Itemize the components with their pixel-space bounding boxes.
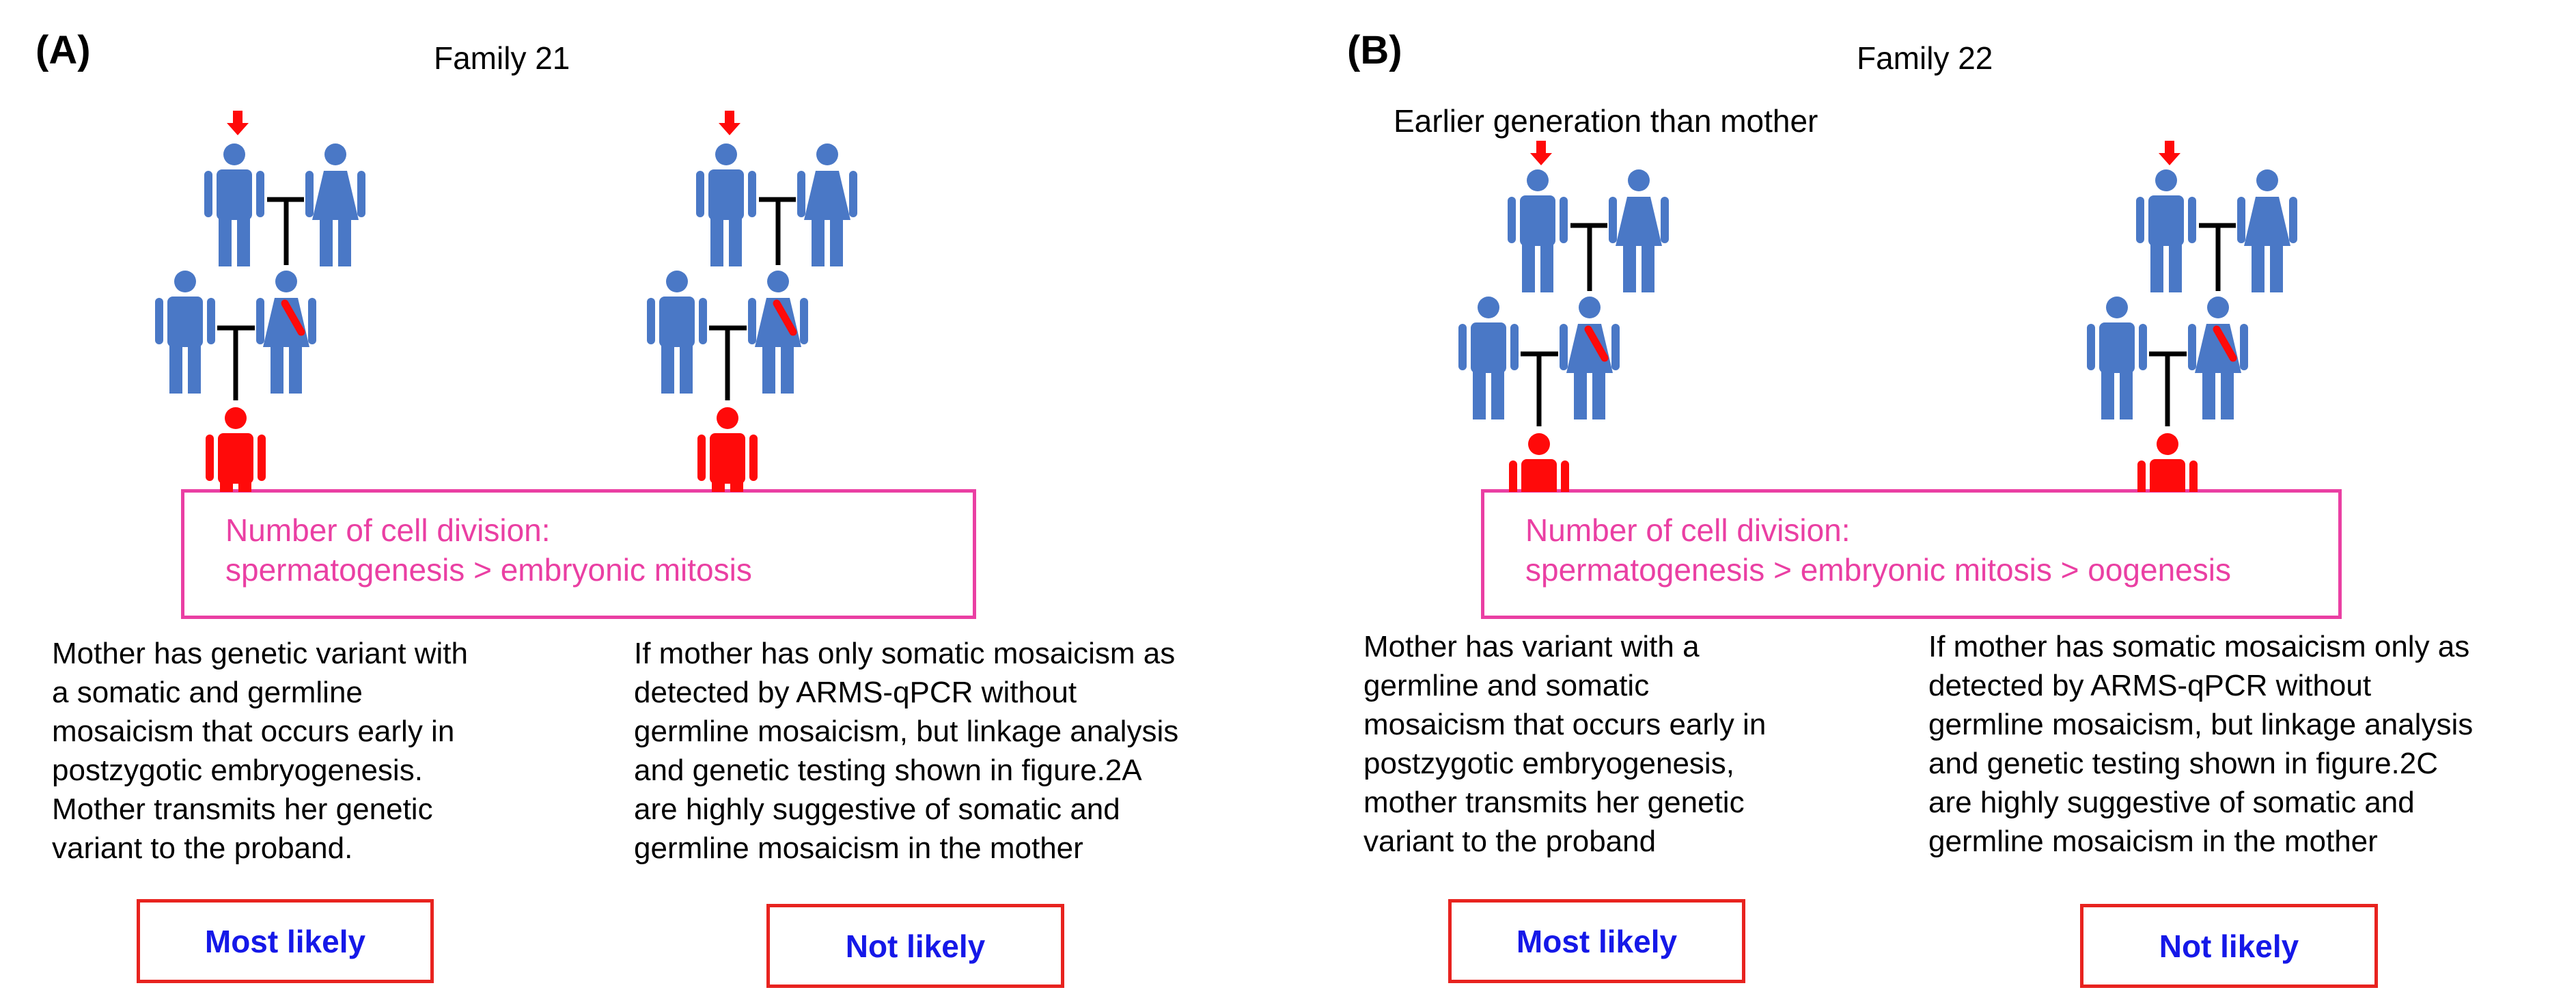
- description-line: Mother has variant with a: [1363, 630, 1700, 663]
- male-figure-icon: [2137, 433, 2198, 492]
- panel-b-formula-line1: Number of cell division:: [1525, 512, 1851, 548]
- mosaic-stripe-icon: [773, 299, 797, 336]
- panel-a-left-description: Mother has genetic variant with a somati…: [52, 634, 468, 868]
- male-figure-icon: [647, 271, 707, 394]
- female-figure-icon: [797, 143, 857, 266]
- male-figure-icon: [697, 407, 758, 492]
- red-down-arrow-icon: [227, 111, 249, 135]
- description-line: germline mosaicism in the mother: [1928, 825, 2378, 858]
- description-line: and genetic testing shown in figure.2A: [634, 754, 1142, 787]
- red-down-arrow-icon: [2159, 141, 2180, 165]
- verdict-label: Most likely: [1516, 923, 1678, 959]
- panel-b-left-description: Mother has variant with a germline and s…: [1363, 627, 1766, 861]
- mosaic-stripe-icon: [2213, 325, 2237, 362]
- description-line: germline mosaicism, but linkage analysis: [1928, 708, 2474, 741]
- description-line: and genetic testing shown in figure.2C: [1928, 747, 2439, 780]
- description-line: mosaicism that occurs early in: [1363, 708, 1767, 741]
- description-line: germline mosaicism in the mother: [634, 831, 1083, 865]
- description-line: detected by ARMS-qPCR without: [1928, 669, 2372, 702]
- panel-a-formula-line1: Number of cell division:: [225, 512, 551, 548]
- female-figure-icon: [1609, 169, 1669, 292]
- mosaic-stripe-icon: [1584, 325, 1609, 362]
- description-line: postzygotic embryogenesis.: [52, 754, 423, 787]
- description-line: variant to the proband.: [52, 831, 353, 865]
- panel-b-right-description: If mother has somatic mosaicism only as …: [1928, 627, 2473, 861]
- male-figure-icon: [1458, 297, 1519, 419]
- description-line: germline and somatic: [1363, 669, 1650, 702]
- panel-a-right-description: If mother has only somatic mosaicism as …: [634, 634, 1178, 868]
- panel-b-generation-note: Earlier generation than mother: [1394, 103, 1818, 139]
- description-line: If mother has only somatic mosaicism as: [634, 637, 1176, 670]
- male-figure-icon: [206, 407, 266, 492]
- male-figure-icon: [2087, 297, 2147, 419]
- verdict-label: Most likely: [204, 923, 366, 959]
- panel-b-label: (B): [1347, 28, 1402, 72]
- description-line: detected by ARMS-qPCR without: [634, 676, 1077, 709]
- description-line: mosaicism that occurs early in: [52, 715, 455, 748]
- male-figure-icon: [696, 143, 756, 266]
- description-line: If mother has somatic mosaicism only as: [1928, 630, 2470, 663]
- panel-a-formula-line2: spermatogenesis > embryonic mitosis: [225, 552, 752, 588]
- description-line: are highly suggestive of somatic and: [634, 793, 1120, 826]
- red-down-arrow-icon: [719, 111, 740, 135]
- panel-b-formula-box: Number of cell division: spermatogenesis…: [1481, 489, 2342, 619]
- female-figure-icon: [748, 271, 808, 394]
- mosaic-stripe-icon: [281, 299, 305, 336]
- male-figure-icon: [155, 271, 215, 394]
- panel-a-formula-box: Number of cell division: spermatogenesis…: [181, 489, 976, 619]
- description-line: mother transmits her genetic: [1363, 786, 1745, 819]
- description-line: postzygotic embryogenesis,: [1363, 747, 1734, 780]
- description-line: are highly suggestive of somatic and: [1928, 786, 2415, 819]
- description-line: germline mosaicism, but linkage analysis: [634, 715, 1179, 748]
- female-figure-icon: [2237, 169, 2297, 292]
- panel-b-formula-line2: spermatogenesis > embryonic mitosis > oo…: [1525, 552, 2231, 588]
- female-figure-icon: [2188, 297, 2248, 419]
- male-figure-icon: [1509, 433, 1569, 492]
- description-line: Mother transmits her genetic: [52, 793, 433, 826]
- panel-b-family-title: Family 22: [1857, 40, 1993, 76]
- pedigree-diagrams: [155, 111, 2297, 492]
- female-figure-icon: [256, 271, 316, 394]
- description-line: a somatic and germline: [52, 676, 363, 709]
- female-figure-icon: [1560, 297, 1620, 419]
- panel-a-left-verdict: Most likely: [137, 899, 434, 983]
- description-line: variant to the proband: [1363, 825, 1657, 858]
- panel-a-right-verdict: Not likely: [766, 904, 1064, 988]
- male-figure-icon: [2136, 169, 2196, 292]
- red-down-arrow-icon: [1530, 141, 1552, 165]
- male-figure-icon: [1508, 169, 1568, 292]
- verdict-label: Not likely: [845, 928, 986, 964]
- panel-b-right-verdict: Not likely: [2080, 904, 2378, 988]
- panel-a-family-title: Family 21: [434, 40, 570, 76]
- panel-b-left-verdict: Most likely: [1448, 899, 1745, 983]
- verdict-label: Not likely: [2159, 928, 2299, 964]
- panel-a-label: (A): [36, 28, 91, 72]
- description-line: Mother has genetic variant with: [52, 637, 468, 670]
- female-figure-icon: [305, 143, 365, 266]
- male-figure-icon: [204, 143, 264, 266]
